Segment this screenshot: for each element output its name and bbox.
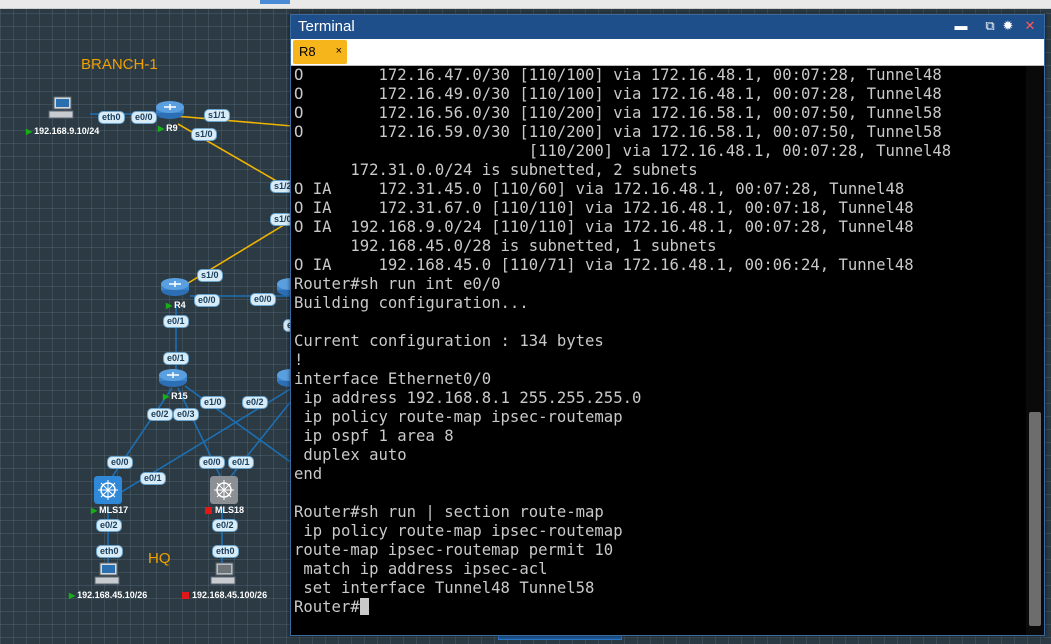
scrollbar-thumb[interactable]	[1029, 412, 1041, 626]
router-r4-label: ▶R4	[166, 300, 186, 310]
port-label: e0/2	[147, 408, 173, 421]
switch-mls18-label: MLS18	[205, 505, 244, 515]
port-label: e0/0	[199, 456, 225, 469]
console-line: ip policy route-map ipsec-routemap	[294, 522, 623, 540]
switch-mls17-icon[interactable]	[94, 476, 122, 504]
port-label: e0/1	[163, 352, 189, 365]
port-label: e0/0	[131, 111, 157, 124]
console-line: Router#sh run int e0/0	[294, 275, 501, 293]
port-label: e0/2	[96, 519, 122, 532]
restore-icon[interactable]: ⧉	[985, 18, 995, 33]
console-line: ip policy route-map ipsec-routemap	[294, 408, 623, 426]
settings-icon[interactable]: ✹	[1002, 18, 1014, 33]
console-prompt-line[interactable]: Router#	[294, 598, 1026, 617]
console-line: ip address 192.168.8.1 255.255.255.0	[294, 389, 642, 407]
port-label: e0/2	[242, 396, 268, 409]
port-label: eth0	[96, 545, 123, 558]
port-label: e1/0	[200, 396, 226, 409]
terminal-console[interactable]: O 172.16.47.0/30 [110/100] via 172.16.48…	[291, 66, 1026, 635]
port-label: e0/0	[107, 456, 133, 469]
terminal-titlebar[interactable]: Terminal ▬ ⧉ ✹ ✕	[291, 15, 1044, 39]
text-cursor	[359, 598, 369, 615]
running-icon: ▶	[163, 392, 170, 401]
terminal-title: Terminal	[298, 18, 355, 35]
console-line: O IA 192.168.45.0 [110/71] via 172.16.48…	[294, 256, 914, 274]
running-icon: ▶	[26, 127, 33, 136]
running-icon: ▶	[69, 591, 76, 600]
pc-hq2-icon[interactable]	[210, 562, 236, 586]
console-line: match ip address ipsec-acl	[294, 560, 548, 578]
port-label: e0/3	[173, 408, 199, 421]
close-icon[interactable]: ✕	[1024, 18, 1036, 33]
pc-hq2-label: 192.168.45.100/26	[182, 590, 267, 600]
console-line: interface Ethernet0/0	[294, 370, 492, 388]
console-line: Router#sh run | section route-map	[294, 503, 604, 521]
console-line: O IA 192.168.9.0/24 [110/110] via 172.16…	[294, 218, 914, 236]
router-r15-label: ▶R15	[163, 391, 188, 401]
stopped-icon	[182, 592, 189, 599]
console-line	[294, 313, 1026, 332]
tab-strip: R8 ×	[291, 39, 1044, 66]
switch-mls17-label: ▶MLS17	[91, 505, 129, 515]
console-line	[294, 484, 1026, 503]
port-label: e0/0	[194, 294, 220, 307]
browser-top-strip	[0, 0, 1051, 9]
link-r9-s11	[174, 115, 293, 127]
router-r9-icon[interactable]	[155, 100, 185, 120]
port-label: e0/1	[140, 472, 166, 485]
console-line: duplex auto	[294, 446, 407, 464]
pc-branch-label: ▶192.168.9.10/24	[26, 126, 100, 136]
console-line: [110/200] via 172.16.48.1, 00:07:28, Tun…	[294, 142, 952, 160]
running-icon: ▶	[166, 301, 173, 310]
port-label: s1/0	[191, 128, 217, 141]
tab-r8[interactable]: R8 ×	[293, 40, 347, 64]
loading-bar	[260, 0, 290, 4]
minimize-icon[interactable]: ▬	[954, 18, 968, 33]
tab-label: R8	[299, 44, 316, 59]
port-label: e0/1	[228, 456, 254, 469]
console-line: O 172.16.49.0/30 [110/100] via 172.16.48…	[294, 85, 942, 103]
tab-close-icon[interactable]: ×	[335, 45, 342, 57]
pc-branch-icon[interactable]	[48, 96, 74, 120]
port-label: e0/2	[212, 519, 238, 532]
pc-hq1-icon[interactable]	[94, 562, 120, 586]
running-icon: ▶	[91, 506, 98, 515]
console-line: route-map ipsec-routemap permit 10	[294, 541, 614, 559]
console-line: ip ospf 1 area 8	[294, 427, 454, 445]
port-label: s1/0	[197, 269, 223, 282]
switch-mls18-icon[interactable]	[210, 476, 238, 504]
running-icon: ▶	[158, 124, 165, 133]
console-line: 172.31.0.0/24 is subnetted, 2 subnets	[294, 161, 698, 179]
port-label: e0/0	[250, 293, 276, 306]
console-line: O IA 172.31.67.0 [110/110] via 172.16.48…	[294, 199, 914, 217]
area-label-branch: BRANCH-1	[81, 56, 158, 73]
console-line: set interface Tunnel48 Tunnel58	[294, 579, 595, 597]
console-line: Building configuration...	[294, 294, 529, 312]
port-label: e0/1	[163, 315, 189, 328]
console-line: 192.168.45.0/28 is subnetted, 1 subnets	[294, 237, 717, 255]
router-r15-icon[interactable]	[158, 368, 188, 388]
port-label: s1/1	[204, 109, 230, 122]
terminal-window[interactable]: Terminal ▬ ⧉ ✹ ✕ R8 × O 172.16.47.0/30 […	[290, 14, 1045, 636]
console-line: O 172.16.56.0/30 [110/200] via 172.16.58…	[294, 104, 942, 122]
port-label: eth0	[98, 111, 125, 124]
topology-canvas[interactable]	[0, 8, 300, 644]
stopped-icon	[205, 507, 212, 514]
router-r9-label: ▶R9	[158, 123, 178, 133]
port-label: eth0	[212, 545, 239, 558]
port-label: s1/2	[270, 180, 296, 193]
terminal-scrollbar[interactable]	[1026, 66, 1044, 635]
area-label-hq: HQ	[148, 550, 171, 567]
console-line: O 172.16.59.0/30 [110/200] via 172.16.58…	[294, 123, 942, 141]
console-prompt: Router#	[294, 598, 360, 616]
console-line: end	[294, 465, 323, 483]
console-line: Current configuration : 134 bytes	[294, 332, 604, 350]
pc-hq1-label: ▶192.168.45.10/26	[69, 590, 148, 600]
console-line: !	[294, 351, 304, 369]
console-line: O IA 172.31.45.0 [110/60] via 172.16.48.…	[294, 180, 905, 198]
console-line: O 172.16.47.0/30 [110/100] via 172.16.48…	[294, 66, 942, 84]
router-r4-icon[interactable]	[160, 277, 190, 297]
